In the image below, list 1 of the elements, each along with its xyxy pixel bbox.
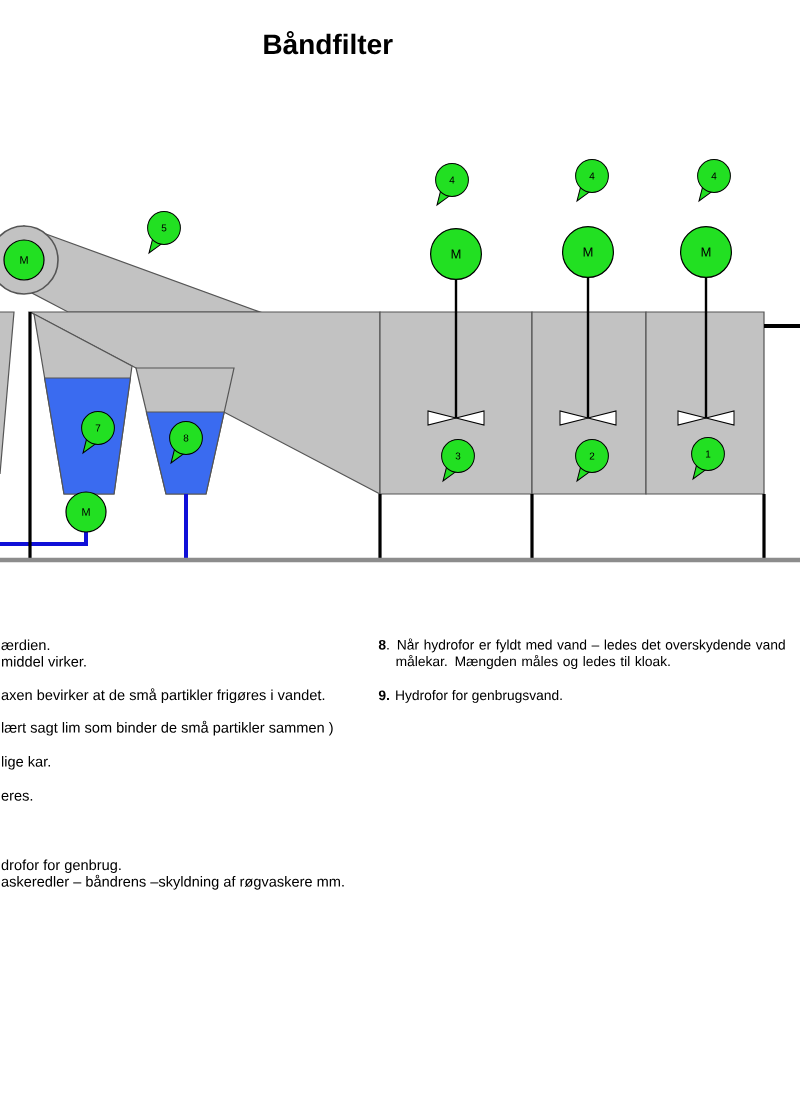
title: Båndfilter [264, 30, 393, 55]
